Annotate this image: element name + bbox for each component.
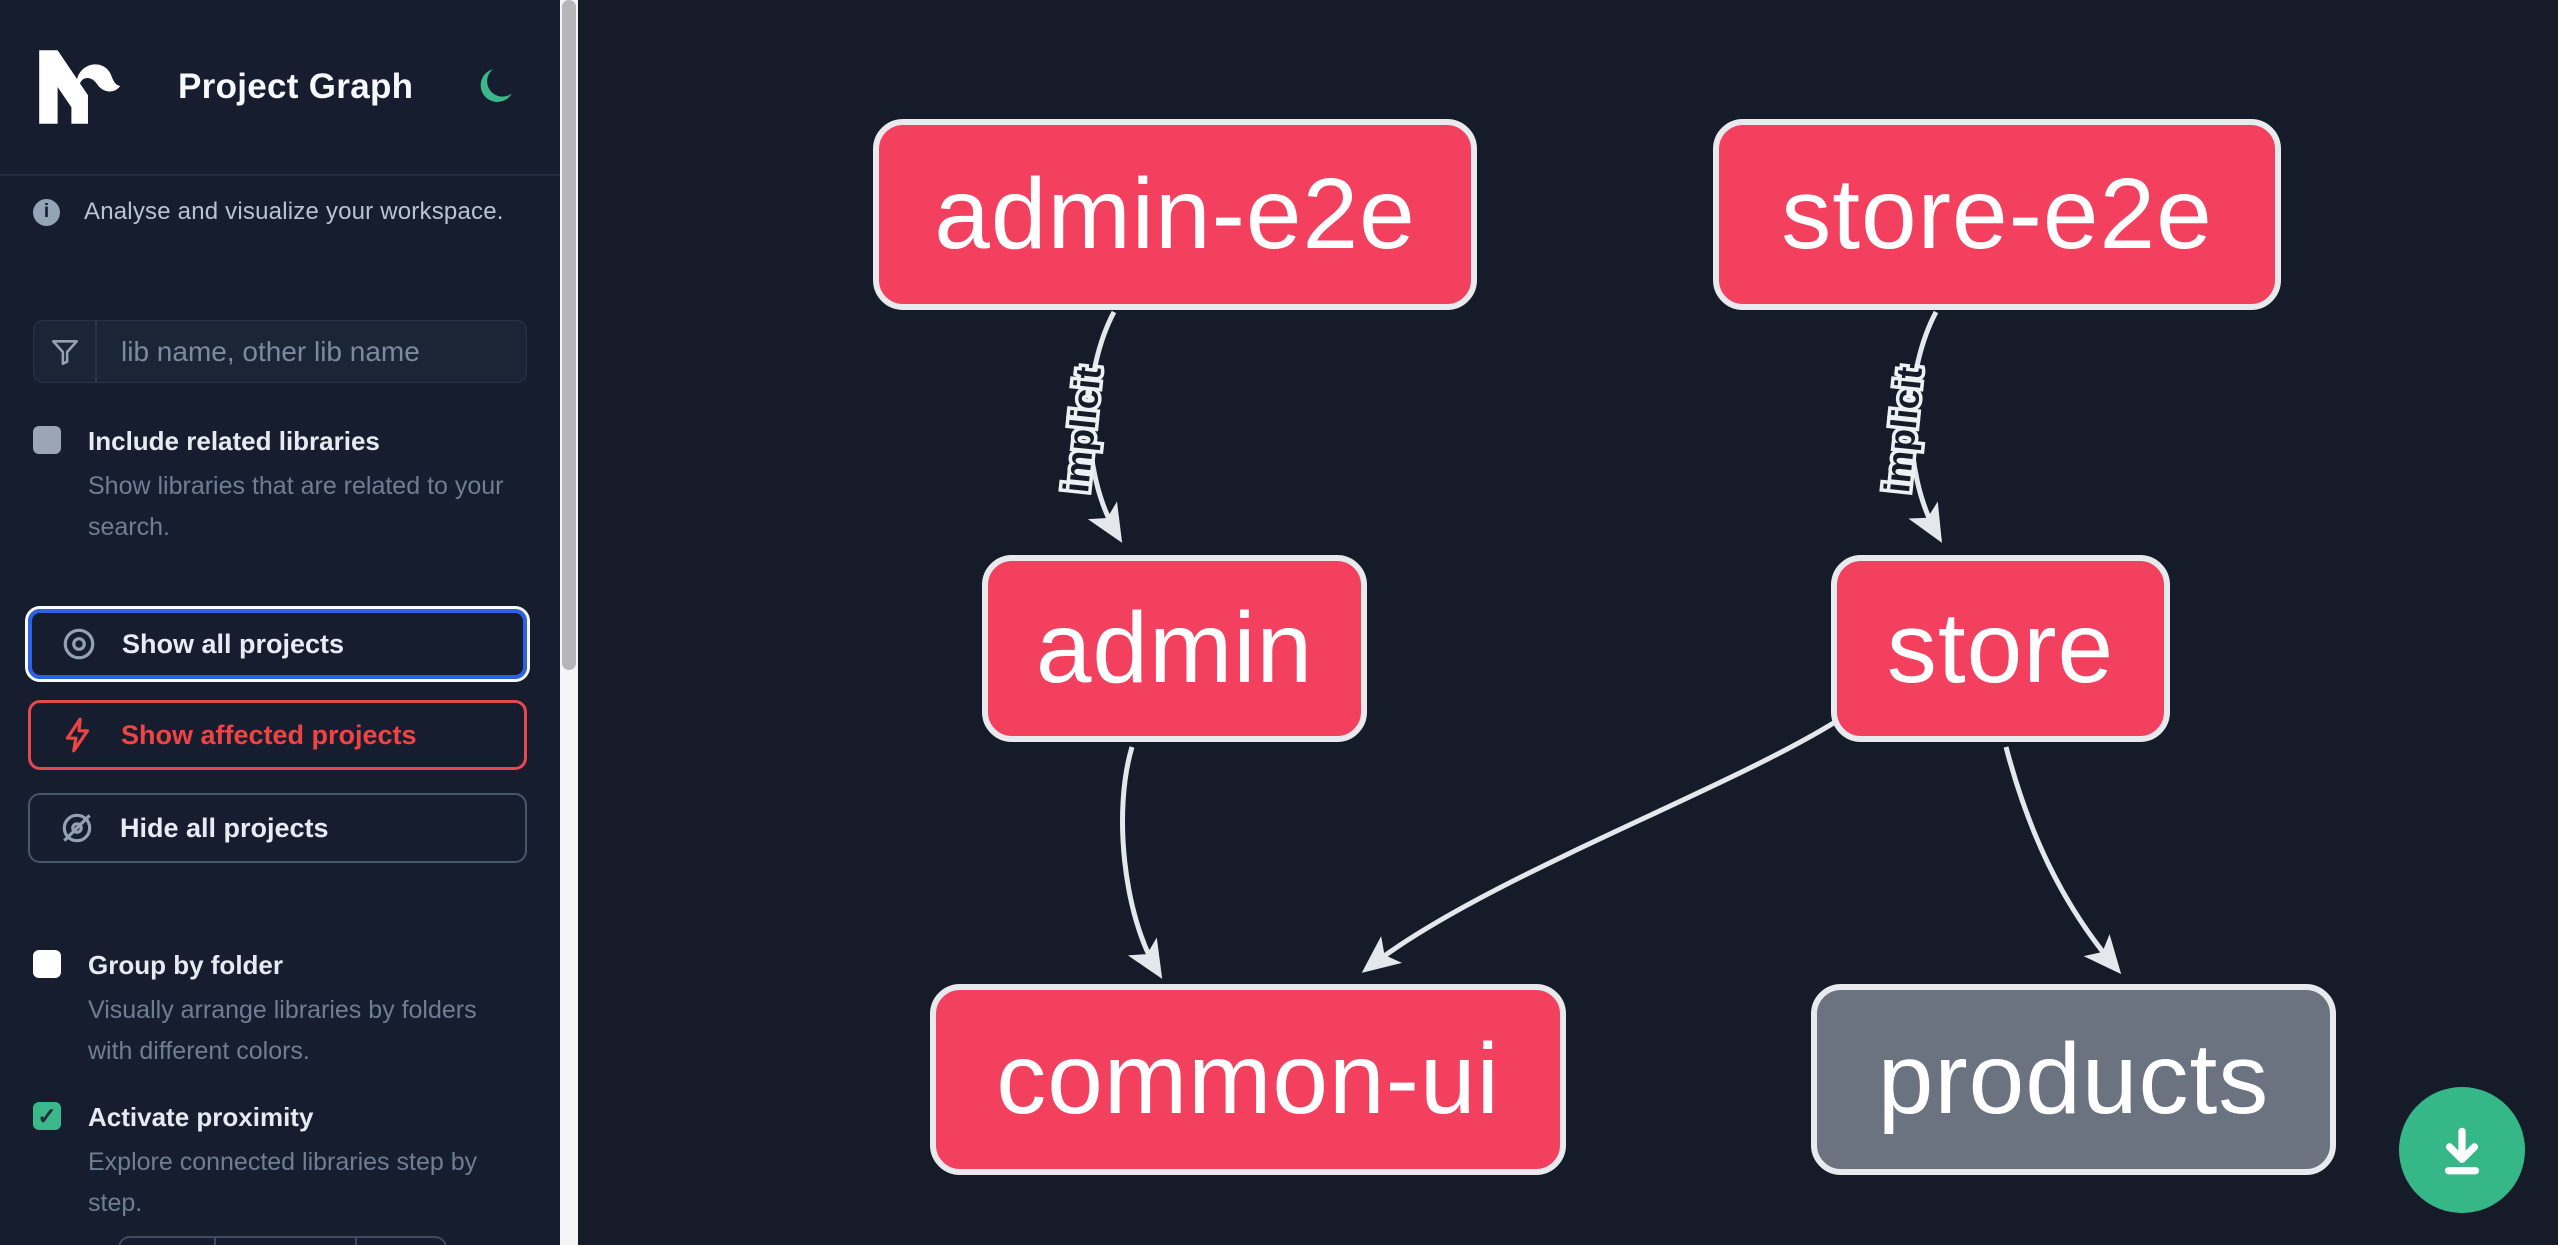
option-activate-proximity: ✓ Activate proximity Explore connected l… [33, 1100, 533, 1224]
sidebar-scrollbar-track[interactable] [560, 0, 578, 1245]
node-label: store [1886, 592, 2115, 704]
option-description: Visually arrange libraries by folders wi… [88, 996, 477, 1065]
edge-admin-e2e-admin: implicit [1052, 310, 1123, 543]
hide-all-projects-button[interactable]: Hide all projects [28, 793, 527, 863]
page-title: Project Graph [178, 67, 414, 106]
edge-admin-common-ui [1120, 746, 1163, 979]
option-description: Explore connected libraries step by step… [88, 1148, 478, 1217]
graph-node-admin-e2e[interactable]: admin-e2e [873, 119, 1477, 310]
edge-label-implicit: implicit [1876, 365, 1930, 495]
sidebar-scrollbar-thumb[interactable] [562, 0, 576, 670]
edge-store-common-ui [1361, 716, 1842, 973]
edge-store-e2e-store: implicit [1873, 310, 1942, 543]
download-image-button[interactable] [2399, 1087, 2525, 1213]
moon-icon [480, 69, 512, 102]
bolt-icon [65, 717, 90, 753]
edge-label-implicit: implicit [1055, 365, 1109, 495]
graph-node-store-e2e[interactable]: store-e2e [1713, 119, 2281, 310]
option-label: Group by folder [88, 950, 283, 980]
button-label: Show affected projects [121, 719, 417, 750]
project-graph-canvas[interactable]: implicit implicit admin-e2e store-e2e ad… [578, 0, 2558, 1245]
search-input[interactable] [97, 321, 526, 382]
show-affected-projects-button[interactable]: Show affected projects [28, 700, 527, 770]
stepper-increment[interactable] [355, 1238, 445, 1245]
edge-store-products [2003, 746, 2122, 975]
sidebar: Project Graph i Analyse and visualize yo… [0, 0, 560, 1245]
graph-node-products[interactable]: products [1811, 984, 2336, 1175]
node-label: store-e2e [1781, 158, 2213, 270]
graph-node-common-ui[interactable]: common-ui [930, 984, 1566, 1175]
download-icon [2444, 1127, 2480, 1175]
node-label: products [1877, 1023, 2270, 1135]
graph-node-admin[interactable]: admin [982, 555, 1367, 742]
sidebar-header: Project Graph [0, 0, 560, 176]
proximity-stepper [118, 1236, 447, 1245]
option-label: Activate proximity [88, 1102, 314, 1132]
stepper-value [214, 1238, 355, 1245]
info-icon: i [33, 198, 60, 226]
activate-proximity-checkbox[interactable]: ✓ [33, 1102, 61, 1130]
option-description: Show libraries that are related to your … [88, 472, 504, 541]
graph-node-store[interactable]: store [1831, 555, 2170, 742]
show-all-projects-button[interactable]: Show all projects [28, 609, 527, 679]
node-label: common-ui [996, 1023, 1500, 1135]
option-include-related: Include related libraries Show libraries… [33, 424, 533, 548]
check-icon: ✓ [37, 1102, 57, 1129]
tagline-text: Analyse and visualize your workspace. [84, 198, 504, 225]
graph-edges: implicit implicit [1052, 310, 2122, 979]
button-label: Hide all projects [120, 812, 329, 843]
search-box [33, 320, 527, 383]
dark-mode-toggle[interactable] [474, 64, 520, 110]
eye-icon [63, 628, 95, 660]
nx-logo-icon [30, 41, 122, 133]
node-label: admin [1035, 592, 1314, 704]
button-label: Show all projects [122, 628, 345, 659]
option-group-by-folder: Group by folder Visually arrange librari… [33, 948, 533, 1072]
node-label: admin-e2e [934, 158, 1416, 270]
tagline-row: i Analyse and visualize your workspace. [33, 198, 530, 226]
stepper-decrement[interactable] [120, 1238, 214, 1245]
option-label: Include related libraries [88, 426, 380, 456]
include-related-checkbox[interactable] [33, 426, 61, 454]
eye-off-icon [62, 813, 92, 843]
filter-icon [34, 321, 97, 382]
group-by-folder-checkbox[interactable] [33, 950, 61, 978]
